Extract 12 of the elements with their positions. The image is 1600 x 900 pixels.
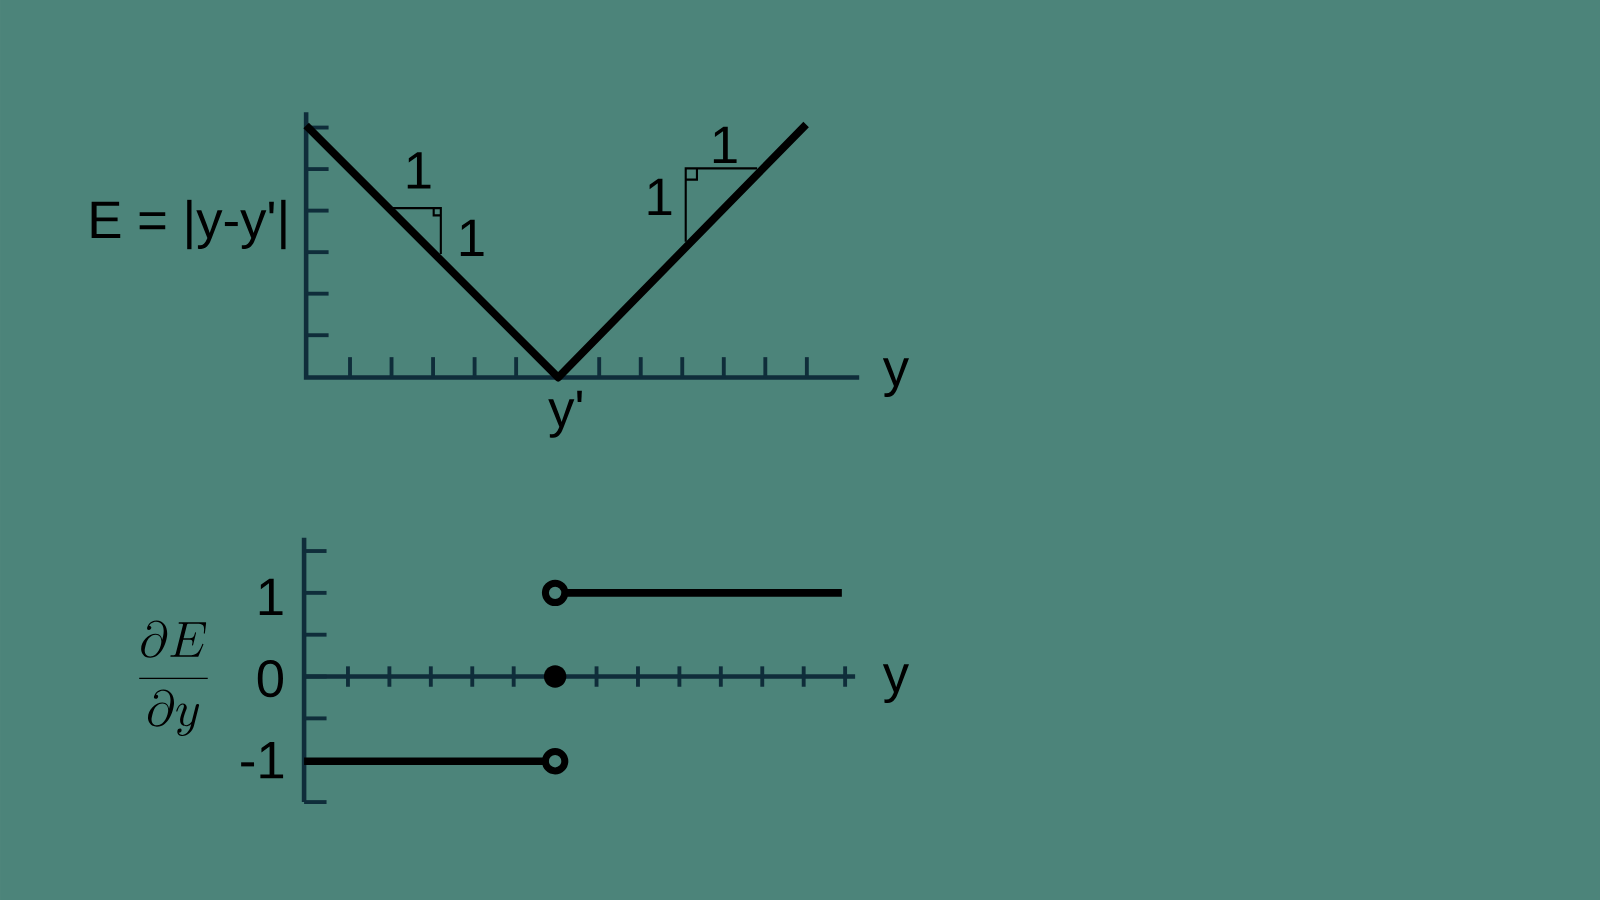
axis-label: y (882, 358, 909, 397)
slope-label: 1 (407, 152, 431, 189)
slope-label: 1 (460, 219, 484, 256)
slope-label: 1 (713, 126, 737, 164)
tick-label: -1 (241, 742, 284, 779)
derivative-label: $\frac{\partial E}{\partial y}$ (139, 620, 208, 736)
tick-label: 1 (259, 578, 283, 616)
tick-label: 0 (257, 659, 283, 698)
axis-label: y' (548, 390, 582, 438)
axis-label: y (882, 664, 909, 704)
slope-label: 1 (648, 178, 672, 216)
function-label: E = |y-y'| (91, 199, 286, 250)
